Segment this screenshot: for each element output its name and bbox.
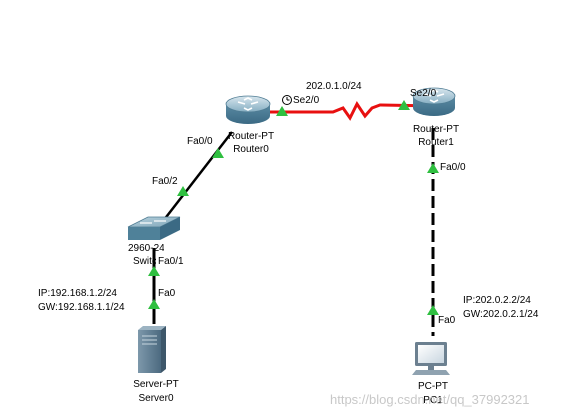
- router0-icon[interactable]: [225, 95, 271, 124]
- router0-se-port-label: Se2/0: [293, 95, 320, 106]
- pc1-model-label: PC-PT: [418, 381, 448, 392]
- router0-name-label: Router0: [233, 144, 269, 155]
- switch0-up-port-label: Fa0/2: [152, 176, 178, 187]
- pc1-ip-label: IP:202.0.2.2/24: [463, 295, 531, 306]
- server0-name-label: Server0: [138, 393, 174, 404]
- router0-model-label: Router-PT: [227, 131, 275, 142]
- switch0-icon[interactable]: [127, 216, 181, 240]
- switch0-down-port-label: Fa0/1: [158, 256, 184, 267]
- link-up-marker: [398, 100, 410, 110]
- server0-port-label: Fa0: [158, 288, 176, 299]
- serial-link-router0-router1[interactable]: [270, 101, 437, 121]
- server0-gw-label: GW:192.168.1.1/24: [38, 302, 125, 313]
- watermark: https://blog.csdn.net/qq_37992321: [330, 392, 530, 407]
- clock-icon: [282, 95, 292, 105]
- serial-network-label: 202.0.1.0/24: [306, 81, 362, 92]
- server0-icon[interactable]: [138, 326, 166, 373]
- router1-name-label: Router1: [418, 137, 454, 148]
- link-up-marker: [177, 186, 189, 196]
- pc1-name-label: PC1: [423, 395, 443, 406]
- server0-ip-label: IP:192.168.1.2/24: [38, 288, 117, 299]
- router0-fa-port-label: Fa0/0: [187, 136, 213, 147]
- switch0-model-label: 2960-24TT: [128, 243, 164, 254]
- router1-fa-port-label: Fa0/0: [440, 162, 466, 173]
- server0-model-label: Server-PT: [133, 379, 179, 390]
- pc1-port-label: Fa0: [438, 315, 456, 326]
- link-up-marker: [148, 299, 160, 309]
- ethernet-link-router0-switch0[interactable]: [159, 131, 233, 226]
- router1-model-label: Router-PT: [412, 124, 460, 135]
- router1-icon[interactable]: [412, 87, 456, 116]
- pc1-icon[interactable]: [412, 342, 450, 375]
- link-up-marker: [427, 305, 439, 315]
- router1-se-port-label: Se2/0: [410, 88, 437, 99]
- switch0-name-label: Switch0: [133, 256, 156, 267]
- link-up-marker: [148, 266, 160, 276]
- link-up-marker: [276, 106, 288, 116]
- link-up-marker: [212, 148, 224, 158]
- link-up-marker: [427, 163, 439, 173]
- pc1-gw-label: GW:202.0.2.1/24: [463, 309, 539, 320]
